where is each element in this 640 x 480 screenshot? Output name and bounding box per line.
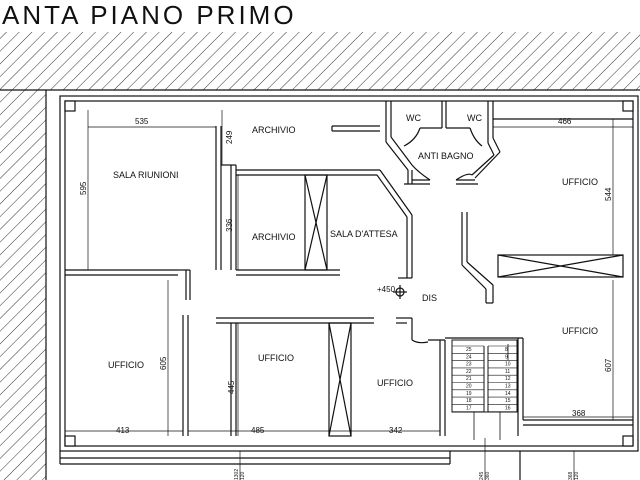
stair-step-label: 19 — [466, 391, 472, 397]
dim-595: 595 — [79, 181, 88, 195]
dim-bottom-120b: 120 — [574, 471, 580, 480]
walls — [59, 95, 639, 480]
stair-step-label: 10 — [505, 362, 511, 368]
stair-step-label: 20 — [466, 384, 472, 390]
stair-step-label: 15 — [505, 398, 511, 404]
stair-step-label: 9 — [505, 354, 508, 360]
dim-bottom-360: 360 — [485, 471, 491, 480]
room-ufficio-ne: UFFICIO — [562, 177, 598, 187]
dim-466: 466 — [558, 117, 572, 126]
dim-535: 535 — [135, 117, 149, 126]
dim-249: 249 — [225, 130, 234, 144]
dim-413: 413 — [116, 426, 130, 435]
stair-step-label: 16 — [505, 405, 511, 411]
dim-bottom-1302: 1302 — [234, 469, 240, 480]
stair-step-label: 12 — [505, 376, 511, 382]
dim-bottom-120a: 120 — [240, 471, 246, 480]
room-ufficio-c: UFFICIO — [258, 353, 294, 363]
room-archivio-top: ARCHIVIO — [252, 125, 296, 135]
plan-title: ANTA PIANO PRIMO — [2, 0, 297, 30]
room-anti-bagno: ANTI BAGNO — [418, 151, 474, 161]
stair-step-label: 13 — [505, 384, 511, 390]
stair-step-label: 14 — [505, 391, 511, 397]
dim-445: 445 — [227, 380, 236, 394]
room-dis: DIS — [422, 293, 437, 303]
hatch-left — [0, 90, 46, 480]
dim-bottom-368: 368 — [568, 471, 574, 480]
elevation-label: +450 — [377, 285, 396, 294]
stair-step-label: 21 — [466, 376, 472, 382]
room-wc-left: WC — [406, 113, 421, 123]
stair-step-label: 8 — [505, 347, 508, 353]
dim-bottom-245: 245 — [479, 471, 485, 480]
room-sala-riunioni: SALA RIUNIONI — [113, 170, 179, 180]
dim-607: 607 — [604, 358, 613, 372]
stair-step-label: 24 — [466, 354, 472, 360]
hatch-top — [0, 32, 640, 90]
dim-485: 485 — [251, 426, 265, 435]
stair-step-label: 18 — [466, 398, 472, 404]
stair-step-label: 17 — [466, 405, 472, 411]
room-ufficio-e: UFFICIO — [562, 326, 598, 336]
stair-step-label: 25 — [466, 347, 472, 353]
room-wc-right: WC — [467, 113, 482, 123]
room-ufficio-cs: UFFICIO — [377, 378, 413, 388]
room-ufficio-w: UFFICIO — [108, 360, 144, 370]
dim-605: 605 — [159, 356, 168, 370]
stair-step-label: 23 — [466, 362, 472, 368]
stair-step-label: 22 — [466, 369, 472, 375]
room-archivio-mid: ARCHIVIO — [252, 232, 296, 242]
dimension-lines — [65, 110, 633, 480]
dim-368: 368 — [572, 409, 586, 418]
dim-342: 342 — [389, 426, 403, 435]
dim-336: 336 — [225, 218, 234, 232]
stair-step-label: 11 — [505, 369, 510, 375]
dim-544: 544 — [604, 187, 613, 201]
room-sala-attesa: SALA D'ATTESA — [330, 229, 398, 239]
